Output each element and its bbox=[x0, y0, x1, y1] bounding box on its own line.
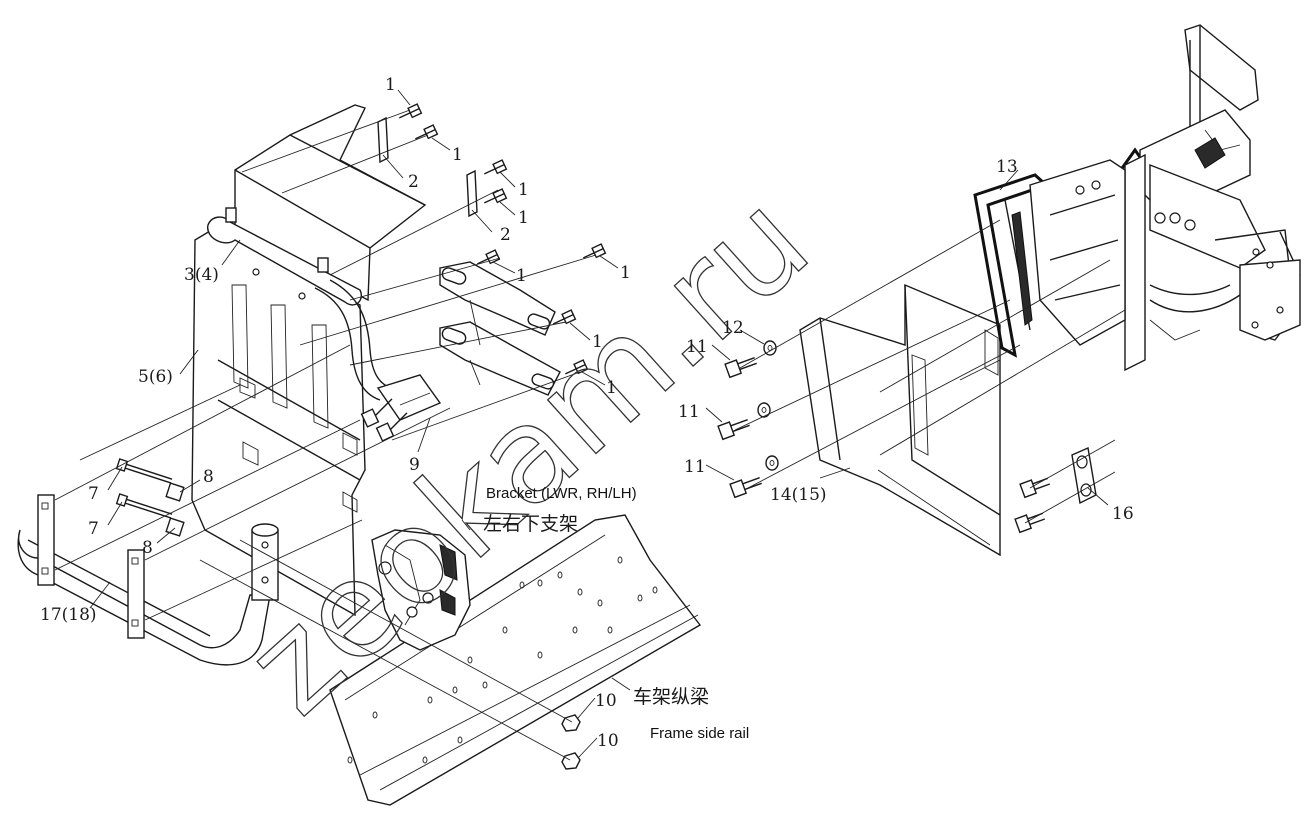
labels: Bracket (LWR, RH/LH) 左右下支架 车架纵梁 Frame si… bbox=[483, 485, 749, 742]
callout-1: 1 bbox=[452, 145, 463, 165]
callout-1: 1 bbox=[620, 263, 631, 283]
callouts: 1 1 1 1 1 1 1 1 2 2 3(4) 5(6) 7 7 8 8 9 … bbox=[40, 75, 1134, 751]
nuts-item-10 bbox=[561, 714, 581, 770]
callout-2: 2 bbox=[500, 225, 511, 245]
support-tube bbox=[314, 279, 442, 421]
callout-8: 8 bbox=[142, 538, 153, 558]
washers-item-12 bbox=[757, 340, 779, 471]
callout-17-18: 17(18) bbox=[40, 605, 97, 625]
mudguard-panel-left bbox=[191, 227, 366, 617]
callout-16: 16 bbox=[1112, 504, 1134, 524]
bracket-plates bbox=[439, 261, 561, 396]
callout-7: 7 bbox=[88, 519, 99, 539]
callout-11: 11 bbox=[684, 457, 706, 477]
callout-3-4: 3(4) bbox=[184, 265, 219, 285]
bolts-item-7-nuts-item-8 bbox=[115, 458, 185, 537]
lower-bracket bbox=[371, 529, 471, 651]
callout-14-15: 14(15) bbox=[770, 485, 827, 505]
callout-8: 8 bbox=[203, 467, 214, 487]
top-cover bbox=[207, 104, 427, 306]
frame-side-rail bbox=[329, 514, 702, 806]
callout-1: 1 bbox=[592, 332, 603, 352]
callout-13: 13 bbox=[996, 157, 1018, 177]
callout-1: 1 bbox=[518, 180, 529, 200]
callout-10: 10 bbox=[597, 731, 619, 751]
callout-7: 7 bbox=[88, 484, 99, 504]
callout-9: 9 bbox=[409, 455, 420, 475]
callout-10: 10 bbox=[595, 691, 617, 711]
callout-5-6: 5(6) bbox=[138, 367, 173, 387]
bolts-item-1 bbox=[360, 103, 607, 442]
small-plates bbox=[377, 116, 478, 218]
callout-11: 11 bbox=[686, 337, 708, 357]
callout-2: 2 bbox=[408, 172, 419, 192]
frame-rail-label-zh: 车架纵梁 bbox=[633, 686, 709, 708]
callout-12: 12 bbox=[722, 318, 744, 338]
frame-rail-label-en: Frame side rail bbox=[650, 725, 749, 742]
callout-11: 11 bbox=[678, 402, 700, 422]
bracket-label-en: Bracket (LWR, RH/LH) bbox=[486, 485, 637, 502]
bracket-label-zh: 左右下支架 bbox=[483, 513, 578, 535]
callout-1: 1 bbox=[385, 75, 396, 95]
callout-1: 1 bbox=[516, 266, 527, 286]
callout-1: 1 bbox=[518, 208, 529, 228]
callout-1: 1 bbox=[606, 378, 617, 398]
leader-lines bbox=[54, 89, 1126, 761]
mudguard-panel-right bbox=[799, 283, 1001, 557]
chassis-structure bbox=[1029, 24, 1301, 372]
step-tube bbox=[17, 494, 279, 666]
